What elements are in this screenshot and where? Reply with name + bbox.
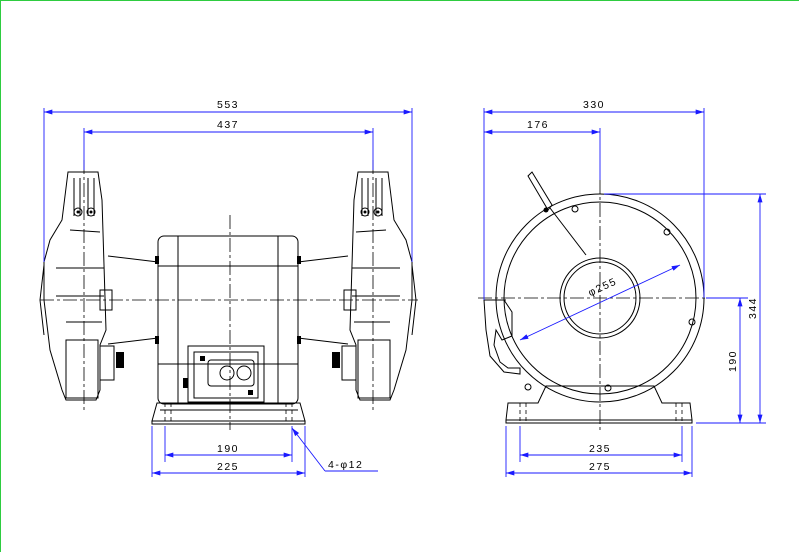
dim-wheel-spacing: 437 [217, 119, 239, 131]
switch-box [183, 345, 265, 403]
eye-shield [527, 171, 587, 256]
front-dimensions [43, 108, 413, 477]
side-view: 330 176 φ255 235 275 190 344 [478, 99, 766, 477]
motor-housing [155, 235, 301, 405]
dim-mounting-holes: 4-φ12 [328, 459, 363, 471]
dim-wheel-center-offset: 176 [527, 119, 549, 131]
dim-overall-height: 344 [747, 297, 759, 319]
dim-base-hole-spacing: 190 [217, 443, 239, 455]
dim-overall-depth: 330 [583, 99, 605, 111]
dim-overall-width: 553 [217, 99, 239, 111]
dim-base-depth: 275 [589, 461, 611, 473]
tool-rest [483, 299, 521, 375]
front-base [151, 402, 306, 425]
side-dimensions [483, 108, 766, 477]
dim-spindle-height: 190 [727, 350, 739, 372]
side-base [505, 385, 693, 424]
dim-side-base-hole-spacing: 235 [589, 443, 611, 455]
right-wheel-guard [332, 171, 417, 401]
front-view: 553 437 190 225 4-φ12 [39, 99, 418, 477]
dim-base-width: 225 [217, 461, 239, 473]
left-wheel-guard [39, 171, 124, 401]
